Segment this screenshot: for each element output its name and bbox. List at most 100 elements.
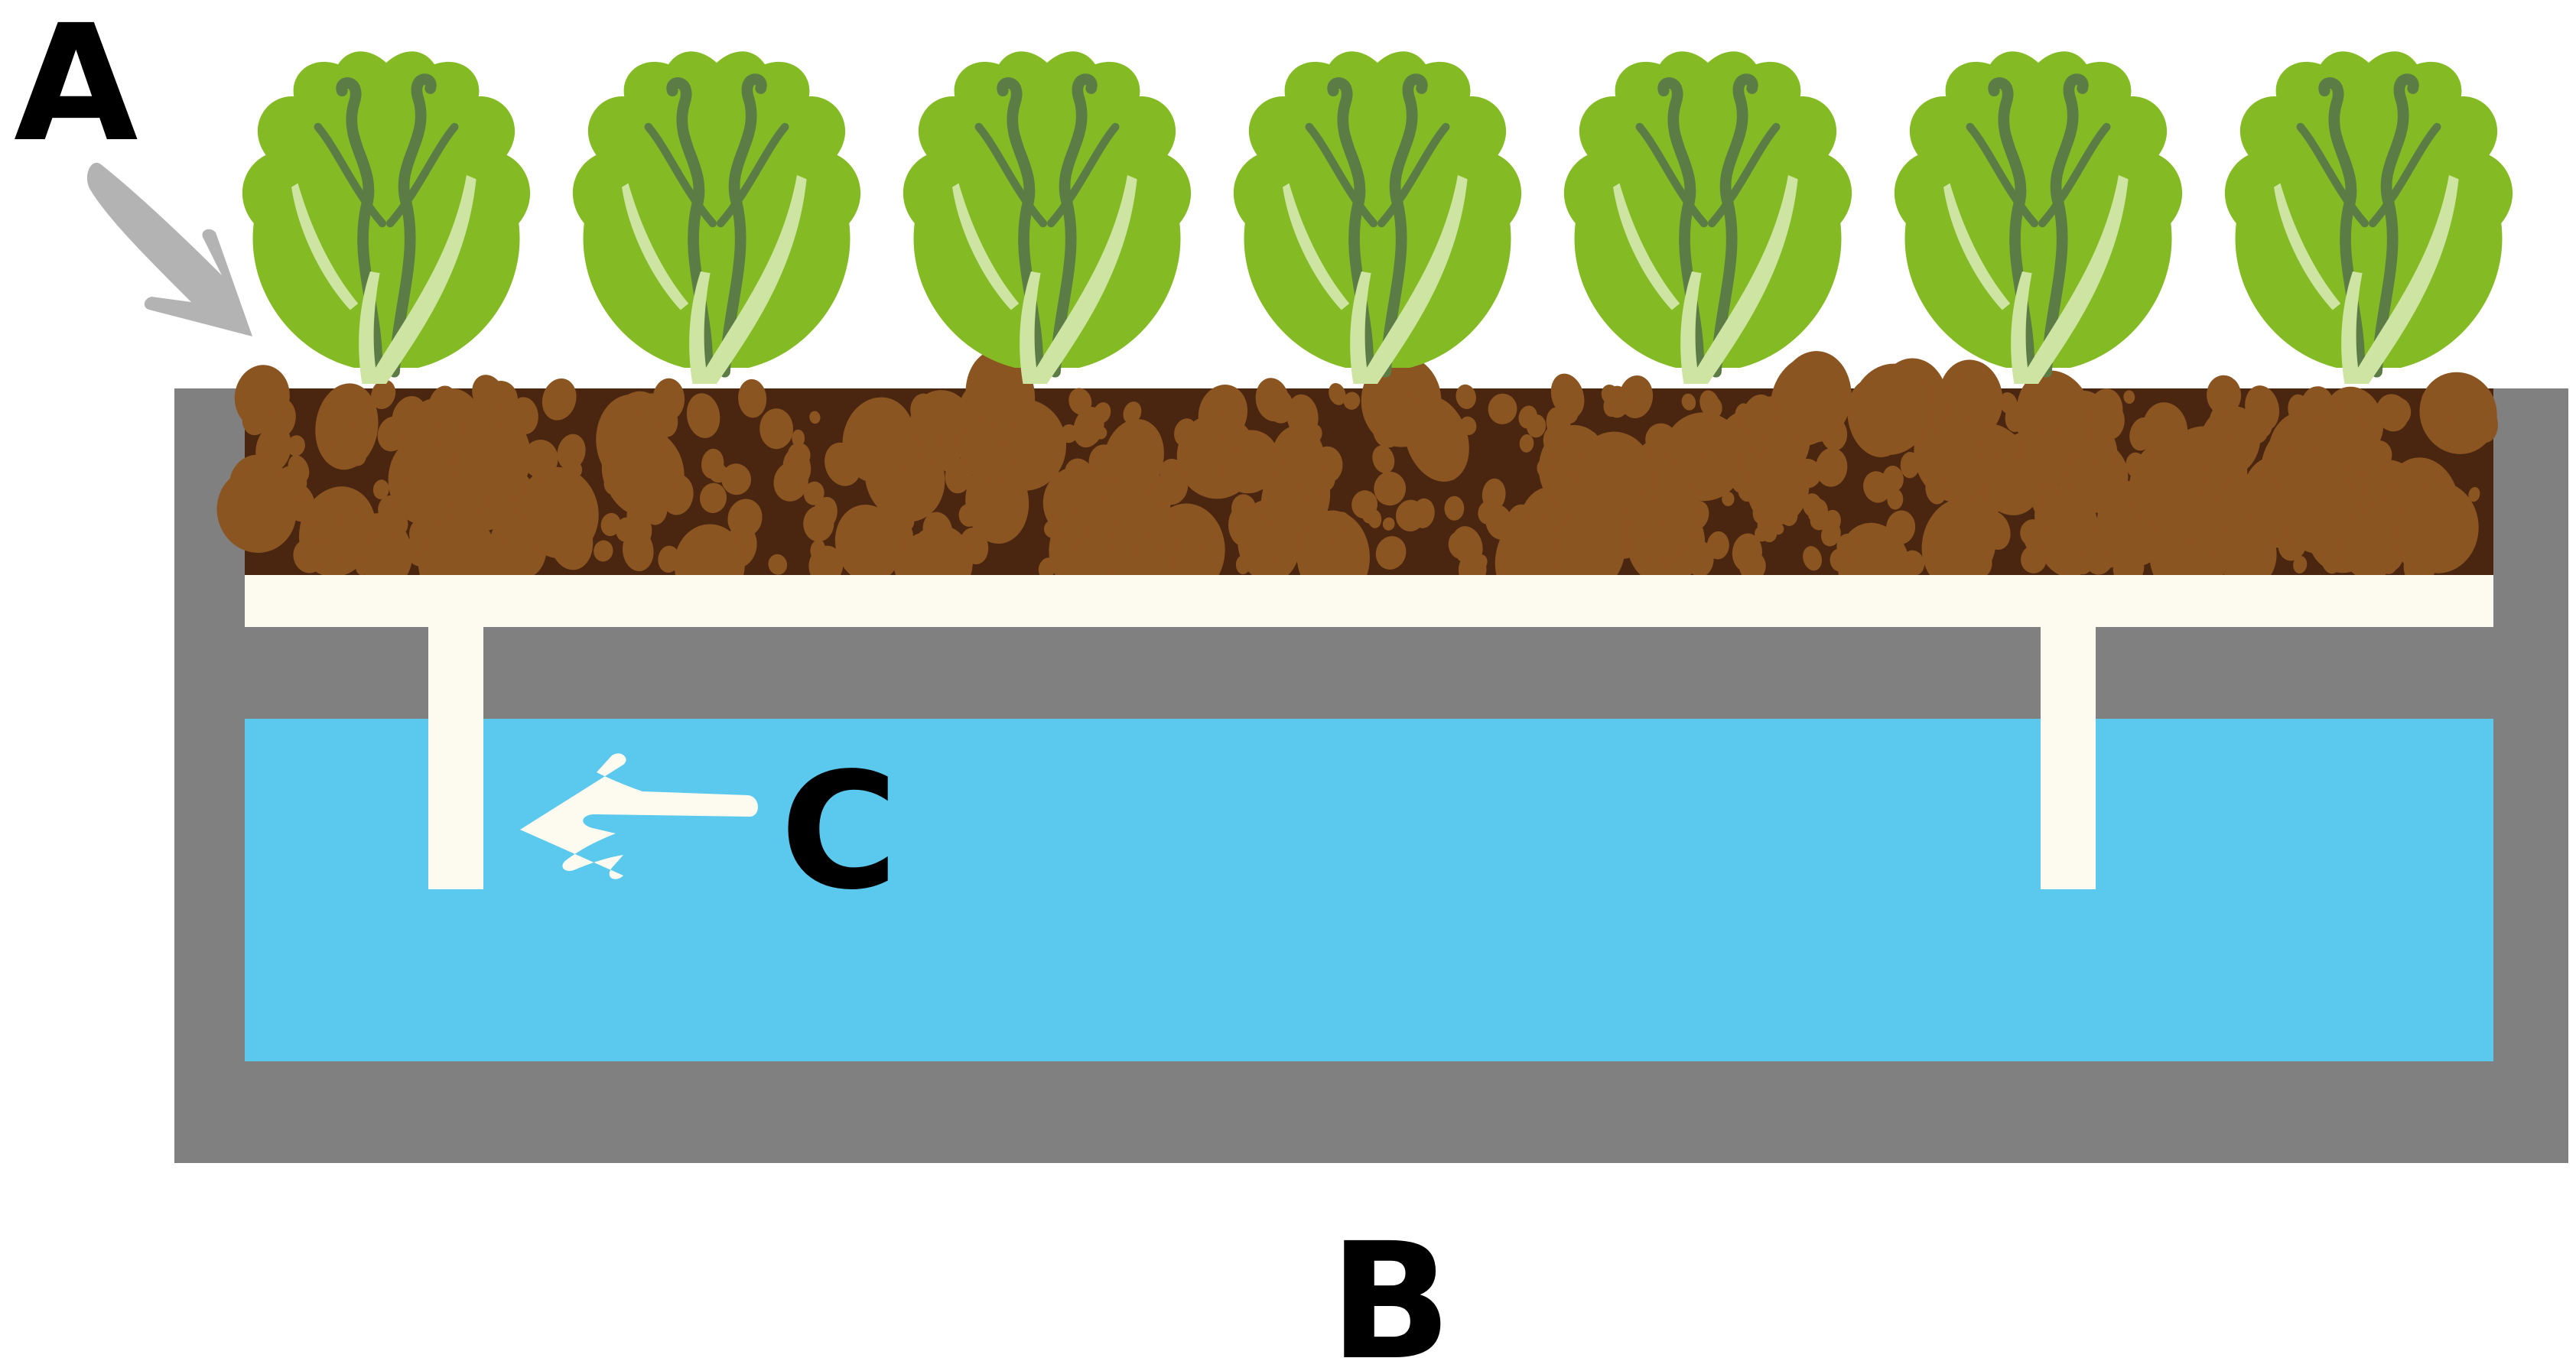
soil-pebble — [1699, 390, 1720, 417]
soil-pebble — [460, 403, 496, 443]
soil-pebble — [636, 393, 667, 425]
soil-pebble — [1221, 424, 1248, 453]
soil-pebble — [2152, 422, 2197, 482]
soil-pebble — [902, 514, 915, 530]
soil-pebble — [2280, 414, 2308, 453]
soil-pebble — [759, 408, 794, 450]
soil-pebble — [992, 388, 1023, 427]
soil-pebble — [1093, 402, 1111, 424]
soil-pebble — [1601, 384, 1619, 404]
lettuce-icon — [1564, 51, 1852, 384]
soil-pebble — [2088, 388, 2123, 434]
soil-pebble — [1844, 394, 1859, 412]
soil-pebble — [1372, 445, 1395, 473]
soil-pebble — [1739, 551, 1766, 582]
soil-pebble — [1240, 442, 1256, 460]
soil-pebble — [1982, 453, 2041, 515]
soil-pebble — [2428, 411, 2452, 437]
soil-pebble — [2081, 463, 2099, 483]
soil-pebble — [1999, 392, 2018, 414]
soil-pebble — [216, 468, 297, 553]
soil-pebble — [557, 434, 586, 470]
soil-pebble — [1960, 455, 1979, 477]
soil-pebble — [911, 408, 942, 446]
soil-pebble — [2357, 531, 2380, 557]
soil-pebble — [1675, 440, 1706, 477]
soil-pebble — [1550, 456, 1570, 481]
soil-pebble — [669, 469, 685, 489]
soil-pebble — [1448, 531, 1471, 559]
soil-pebble — [2364, 440, 2392, 472]
soil-pebble — [1836, 533, 1860, 560]
soil-pebble — [1546, 407, 1571, 442]
soil-pebble — [842, 397, 915, 483]
soil-pebble — [1925, 473, 1947, 505]
soil-pebble — [627, 512, 652, 547]
soil-pebble — [1351, 490, 1378, 519]
plant-row — [242, 51, 2513, 384]
soil-pebble — [1921, 498, 1997, 589]
soil-pebble — [601, 423, 664, 503]
soil-pebble — [1519, 434, 1534, 453]
soil-pebble — [810, 539, 825, 560]
soil-pebble — [1681, 393, 1696, 411]
lettuce-icon — [903, 51, 1191, 384]
soil-pebble — [1550, 373, 1585, 419]
soil-pebble — [450, 474, 483, 517]
soil-pebble — [402, 406, 437, 454]
soil-pebble — [1878, 377, 1907, 412]
soil-pebble — [2123, 390, 2135, 404]
soil-pebble — [1639, 489, 1653, 505]
soil-pebble — [371, 379, 396, 410]
soil-pebble — [1375, 536, 1407, 570]
soil-pebble — [1764, 423, 1796, 461]
soil-pebble — [1475, 554, 1488, 569]
soil-pebble — [2416, 464, 2438, 487]
soil-pebble — [1123, 401, 1142, 424]
soil-pebble — [1770, 355, 1845, 447]
lettuce-icon — [242, 51, 530, 384]
soil-pebble — [1488, 393, 1517, 424]
soil-pebble — [1815, 447, 1848, 487]
gray-arrow-icon — [86, 162, 252, 336]
soil-pebble — [594, 540, 613, 562]
soil-pebble — [1402, 393, 1417, 413]
soil-pebble — [1485, 504, 1514, 540]
soil-pebble — [293, 539, 324, 573]
soil-pebble — [2217, 518, 2277, 589]
soil-pebble — [600, 512, 621, 537]
lettuce-icon — [1895, 51, 2182, 384]
soil-pebble — [721, 463, 752, 495]
white-arrow-icon — [520, 753, 759, 879]
soil-pebble — [2085, 532, 2110, 564]
soil-pebble — [1068, 388, 1092, 415]
soil-pebble — [658, 545, 680, 573]
soil-pebble — [792, 429, 805, 447]
soil-pebble — [2293, 555, 2308, 574]
soil-pebble — [1261, 475, 1309, 538]
soil-pebble — [809, 411, 821, 424]
soil-pebble — [871, 540, 888, 562]
soil-pebble — [686, 393, 720, 438]
soil-pebble — [1107, 491, 1121, 511]
soil-pebble — [1547, 505, 1565, 531]
soil-pebble — [1135, 537, 1160, 569]
soil-pebble — [1444, 495, 1465, 521]
soil-pebble — [2020, 519, 2047, 547]
soil-pebble — [1686, 541, 1714, 577]
soil-pebble — [1882, 466, 1904, 492]
soil-pebble — [1372, 399, 1408, 448]
soil-pebble — [1821, 522, 1841, 547]
soil-pebble — [1329, 382, 1346, 405]
soil-pebble — [1310, 466, 1335, 492]
soil-pebble — [1052, 510, 1085, 550]
soil-pebble — [1742, 394, 1777, 441]
soil-pebble — [768, 554, 788, 575]
soil-pebble — [1261, 557, 1280, 578]
soil-pebble — [773, 462, 808, 502]
wick-leg-right — [2041, 625, 2096, 889]
soil-pebble — [1988, 391, 2003, 412]
soil-pebble — [393, 445, 425, 482]
soil-pebble — [1374, 471, 1407, 506]
soil-pebble — [644, 493, 668, 525]
